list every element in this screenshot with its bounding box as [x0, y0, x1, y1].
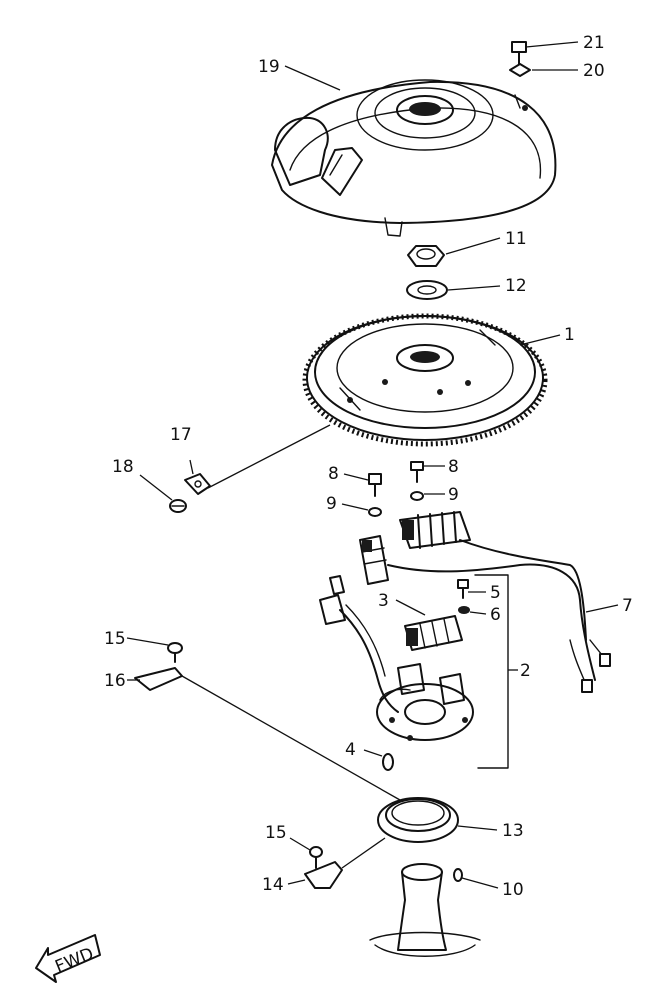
washer-20	[509, 63, 531, 77]
seal-ring	[377, 797, 459, 843]
crankshaft-end	[369, 863, 481, 957]
callout-21: 21	[583, 33, 605, 53]
fwd-label: FWD	[52, 944, 96, 977]
leader-lines	[126, 41, 619, 889]
bolt-8-left	[368, 473, 382, 497]
screw-18	[169, 499, 187, 513]
callout-13: 13	[502, 821, 524, 841]
screw-5	[457, 579, 469, 599]
callout-16: 16	[104, 671, 126, 691]
washer-12	[406, 280, 448, 300]
pulser-coil-assembly	[359, 511, 611, 693]
clip-14	[304, 861, 343, 889]
stator-assembly	[319, 575, 474, 741]
callout-19: 19	[258, 57, 280, 77]
nut-11	[407, 245, 445, 267]
callout-10: 10	[502, 880, 524, 900]
bracket-2	[474, 574, 509, 769]
fwd-arrow: FWD	[35, 934, 101, 983]
callout-5: 5	[490, 583, 501, 603]
screw-15-lower	[309, 846, 323, 869]
callout-15-lower: 15	[265, 823, 287, 843]
callout-9-right: 9	[448, 485, 459, 505]
flywheel-cover	[271, 79, 557, 237]
callout-12: 12	[505, 276, 527, 296]
callout-18: 18	[112, 457, 134, 477]
screw-4	[382, 753, 394, 771]
callout-15-upper: 15	[104, 629, 126, 649]
callout-17: 17	[170, 425, 192, 445]
callout-9-left: 9	[326, 494, 337, 514]
callout-6: 6	[490, 605, 501, 625]
callout-20: 20	[583, 61, 605, 81]
callout-labels: 19 21 20 11 12 1 17 18 8 8 9 9 5 3 6 7 1…	[104, 33, 633, 900]
clip-16	[134, 667, 183, 691]
callout-8-right: 8	[448, 457, 459, 477]
callout-4: 4	[345, 740, 356, 760]
washer-9-right	[410, 491, 424, 501]
bolt-21	[511, 41, 527, 65]
flywheel	[302, 313, 548, 447]
washer-6	[458, 606, 470, 614]
screw-15-upper	[167, 642, 183, 663]
callout-11: 11	[505, 229, 527, 249]
clip-17	[184, 473, 211, 495]
callout-14: 14	[262, 875, 284, 895]
callout-2: 2	[520, 661, 531, 681]
washer-9-left	[368, 507, 382, 517]
callout-7: 7	[622, 596, 633, 616]
o-ring-10	[453, 868, 463, 882]
bolt-8-right	[410, 461, 424, 483]
callout-8-left: 8	[328, 464, 339, 484]
callout-3: 3	[378, 591, 389, 611]
callout-1: 1	[564, 325, 575, 345]
